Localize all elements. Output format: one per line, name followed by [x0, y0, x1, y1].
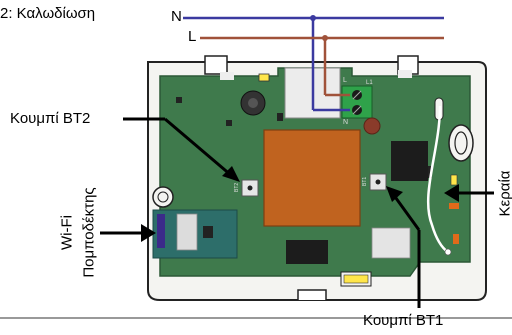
- arrow-bt2-line: [164, 117, 233, 178]
- buzzer-center: [248, 98, 258, 108]
- arrow-bt1-line: [391, 193, 421, 231]
- label-bt2: Κουμπί BT2: [10, 110, 91, 127]
- wifi-chip: [203, 226, 213, 238]
- arrow-bt1-head: [386, 186, 403, 202]
- led-component: [258, 73, 270, 82]
- bottom-connector-pins: [343, 274, 369, 284]
- label-antenna: Κεραία: [496, 170, 512, 217]
- terminal-l-label: L: [343, 77, 347, 84]
- wire-n-label: N: [171, 8, 182, 25]
- smd-component: [428, 166, 432, 178]
- button-bt2-center: [247, 185, 253, 191]
- wire-n-junction: [310, 15, 316, 21]
- terminal-top-label: L1: [366, 80, 373, 86]
- label-wifi-line1: Wi-Fi: [58, 215, 76, 250]
- arrow-wifi-head: [141, 224, 156, 242]
- bt2-board-mark: BT2: [234, 183, 240, 192]
- mounting-hole-inner: [157, 191, 169, 203]
- transformer: [371, 227, 411, 259]
- capacitor: [363, 117, 381, 135]
- wifi-shield: [176, 213, 198, 251]
- smd-component: [277, 113, 283, 121]
- terminal-screw-slot: [352, 90, 362, 100]
- housing-notch: [204, 55, 228, 75]
- mounting-slot-inner: [454, 131, 468, 155]
- bt1-board-mark: BT1: [362, 177, 368, 186]
- caption: 2: Καλωδίωση: [0, 5, 96, 22]
- arrow-antenna-head: [444, 184, 459, 202]
- label-bt1: Κουμπί BT1: [363, 312, 444, 329]
- label-wifi-line2: Πομποδέκτης: [80, 187, 98, 278]
- microcontroller-chip: [391, 141, 428, 181]
- led-yellow: [450, 174, 458, 186]
- smd-orange: [453, 234, 459, 244]
- relay: [263, 129, 361, 227]
- mounting-hole: [152, 186, 174, 208]
- board-tab: [220, 72, 234, 80]
- wire-l-junction: [322, 35, 328, 41]
- smd-component: [176, 97, 182, 103]
- power-chip: [286, 240, 328, 264]
- wire-l-label: L: [188, 28, 197, 45]
- terminal-screw-slot: [352, 105, 362, 115]
- board-tab: [398, 70, 412, 78]
- smd-component: [226, 120, 232, 126]
- mounting-slot: [448, 124, 474, 162]
- wifi-antenna-trace: [157, 214, 165, 248]
- housing-notch-bottom: [297, 289, 327, 300]
- antenna-tip: [444, 248, 452, 256]
- smd-orange: [449, 203, 459, 209]
- arrow-bt2-head: [222, 166, 240, 182]
- button-bt1-center: [375, 179, 381, 185]
- antenna-wire: [426, 105, 449, 254]
- terminal-n-label: N: [343, 119, 348, 126]
